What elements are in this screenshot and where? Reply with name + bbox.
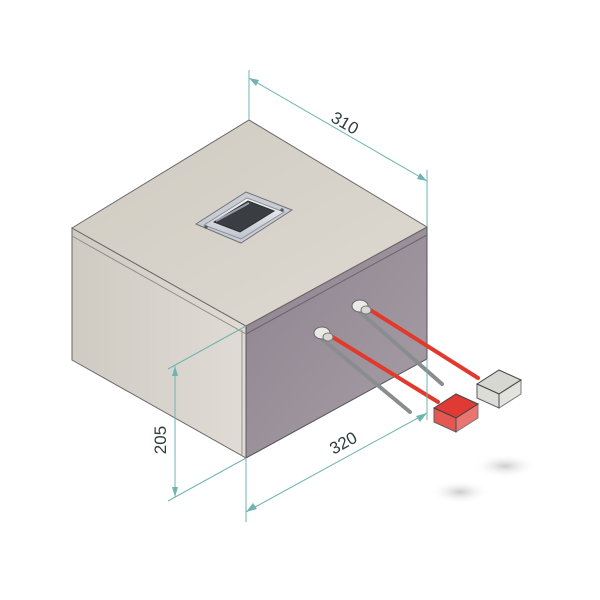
connector-negative-red-cable [362,304,480,380]
lid-rim-front [71,235,247,335]
dim-depth-label: 310 [328,108,362,139]
floor-shadow-2 [430,480,490,504]
dim-height-ext-1 [167,325,247,370]
dim-height-arrow-1 [172,366,178,376]
dim-width-arrow-1 [246,503,257,512]
dim-height-ext-2 [167,457,247,502]
connector-negative-housing-side [498,379,522,409]
floor-shadow-1 [473,454,537,478]
dim-width-label: 320 [326,428,360,458]
connector-negative-gland-nut [360,305,372,315]
cables-group [313,299,523,433]
dim-depth-line [248,77,428,182]
dim-width-arrow-2 [416,413,427,422]
lid-rim-right [245,234,428,335]
carry-handle-icon [194,191,294,244]
dim-width-line [245,412,428,513]
dim-depth-arrow-1 [249,78,259,86]
connector-positive-grey-cable [320,337,412,414]
connector-negative-grey-cable [358,310,444,386]
dim-height-label: 205 [151,426,170,454]
dim-depth-arrow-2 [417,173,427,181]
dimension-height: 205 [151,325,247,502]
connector-positive-housing-side [455,403,479,433]
dim-height-arrow-2 [172,487,178,497]
connector-positive-gland-nut [322,332,334,342]
connector-positive-red-cable [324,331,440,404]
